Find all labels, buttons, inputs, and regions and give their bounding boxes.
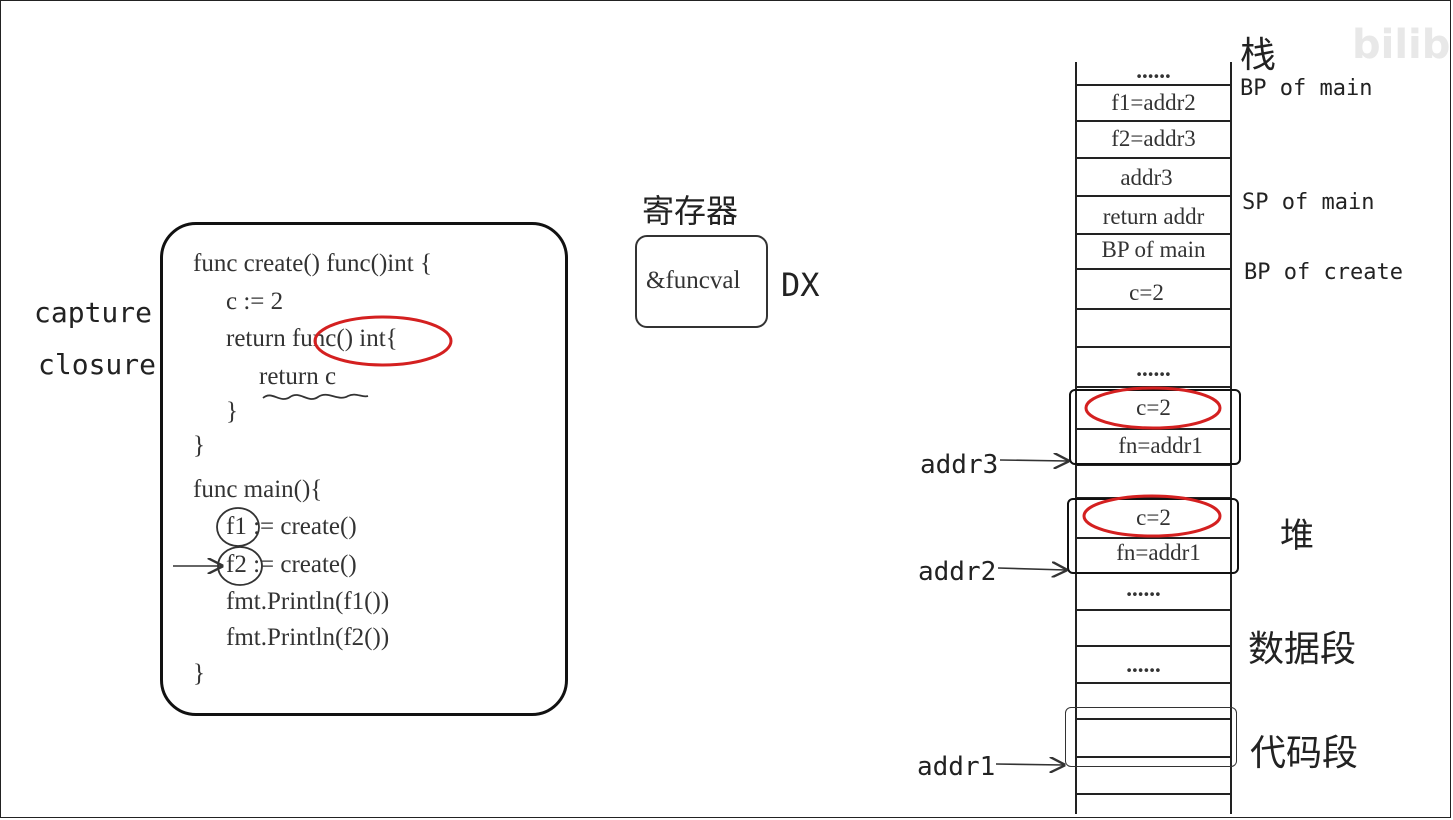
cell-divider	[1075, 308, 1232, 310]
stack-cell-f1: f1=addr2	[1111, 90, 1196, 115]
code-line-10: fmt.Println(f1())	[226, 588, 390, 615]
stack-dots-mid: ......	[1136, 356, 1171, 381]
code-line-5: }	[226, 398, 238, 425]
code-box	[160, 222, 568, 716]
heap-obj2-fn: fn=addr1	[1116, 540, 1201, 565]
cell-divider	[1075, 537, 1232, 539]
f1-circle	[216, 507, 260, 547]
heap2-c-highlight-ellipse	[1082, 494, 1222, 538]
code-line-3-suffix: {	[385, 325, 398, 352]
heap3-c-highlight-ellipse	[1084, 386, 1222, 430]
memory-left-edge	[1075, 62, 1077, 814]
heap-dots: ......	[1126, 576, 1161, 601]
code-line-3: return func() int{	[226, 325, 398, 353]
heap-obj2-c: c=2	[1136, 505, 1171, 530]
cell-divider	[1075, 268, 1232, 270]
code-var-f2: f2	[226, 551, 247, 578]
code-var-f1: f1	[226, 513, 247, 540]
stack-title: 栈	[1240, 35, 1277, 76]
cell-divider	[1075, 464, 1232, 466]
code-line-2: c := 2	[226, 288, 284, 315]
register-box	[635, 235, 768, 328]
addr2-arrow	[997, 568, 1066, 570]
label-bp-create: BP of create	[1244, 260, 1403, 285]
addr3-arrow	[999, 460, 1068, 461]
heap-obj3-fn: fn=addr1	[1118, 433, 1203, 458]
cell-divider	[1075, 756, 1232, 758]
code-line-8-rest: := create()	[253, 513, 357, 540]
stack-cell-c: c=2	[1129, 280, 1164, 305]
cell-divider	[1075, 157, 1232, 159]
code-line-1: func create() func()int {	[193, 250, 432, 277]
cell-divider	[1075, 233, 1232, 235]
label-sp-main: SP of main	[1242, 190, 1375, 215]
cell-divider	[1075, 195, 1232, 197]
code-line-3-prefix: return	[226, 325, 292, 352]
heap-obj3-c: c=2	[1136, 395, 1171, 420]
cell-divider	[1075, 609, 1232, 611]
heap-title: 堆	[1280, 516, 1314, 556]
cell-divider	[1075, 793, 1232, 795]
data-dots: ......	[1126, 652, 1161, 677]
stack-cell-bp-main: BP of main	[1101, 237, 1206, 262]
heap-object-addr3	[1069, 389, 1241, 465]
code-line-4: return c	[259, 363, 337, 390]
stack-cell-addr3: addr3	[1120, 165, 1173, 190]
stack-cell-f2: f2=addr3	[1111, 126, 1196, 151]
code-line-11: fmt.Println(f2())	[226, 624, 390, 651]
cell-divider	[1075, 120, 1232, 122]
addr1-arrow	[995, 764, 1064, 765]
stack-cell-return-addr: return addr	[1102, 204, 1205, 229]
f2-circle	[217, 546, 263, 586]
cell-divider	[1075, 682, 1232, 684]
cell-divider	[1075, 645, 1232, 647]
code-line-9-rest: := create()	[253, 551, 357, 578]
cell-divider	[1075, 718, 1232, 720]
code-line-12: }	[193, 660, 205, 687]
code-object-addr1	[1065, 707, 1237, 767]
return-c-underline	[262, 393, 369, 400]
code-line-7: func main(){	[193, 476, 323, 503]
register-value: &funcval	[646, 267, 741, 294]
cell-divider	[1075, 84, 1232, 86]
cell-divider	[1075, 346, 1232, 348]
label-bp-main: BP of main	[1240, 76, 1373, 101]
code-line-3-func: func() int	[291, 325, 386, 352]
code-segment-title: 代码段	[1250, 733, 1359, 774]
data-segment-title: 数据段	[1248, 629, 1357, 670]
capture-label: capture	[34, 296, 153, 329]
addr2-label: addr2	[918, 557, 997, 587]
closure-label: closure	[38, 348, 157, 381]
code-line-8: f1 := create()	[226, 513, 357, 541]
addr1-label: addr1	[917, 752, 996, 782]
register-name: DX	[781, 266, 820, 304]
code-line-9: f2 := create()	[226, 551, 357, 579]
heap-object-addr2	[1067, 498, 1239, 574]
highlight-func-int-ellipse	[313, 315, 453, 367]
addr3-label: addr3	[920, 450, 999, 480]
bilibili-watermark: bilibili	[1352, 22, 1453, 68]
stack-dots-top: ......	[1136, 58, 1171, 83]
code-line-6: }	[193, 432, 205, 459]
memory-right-edge	[1230, 62, 1232, 814]
register-title: 寄存器	[642, 192, 739, 230]
